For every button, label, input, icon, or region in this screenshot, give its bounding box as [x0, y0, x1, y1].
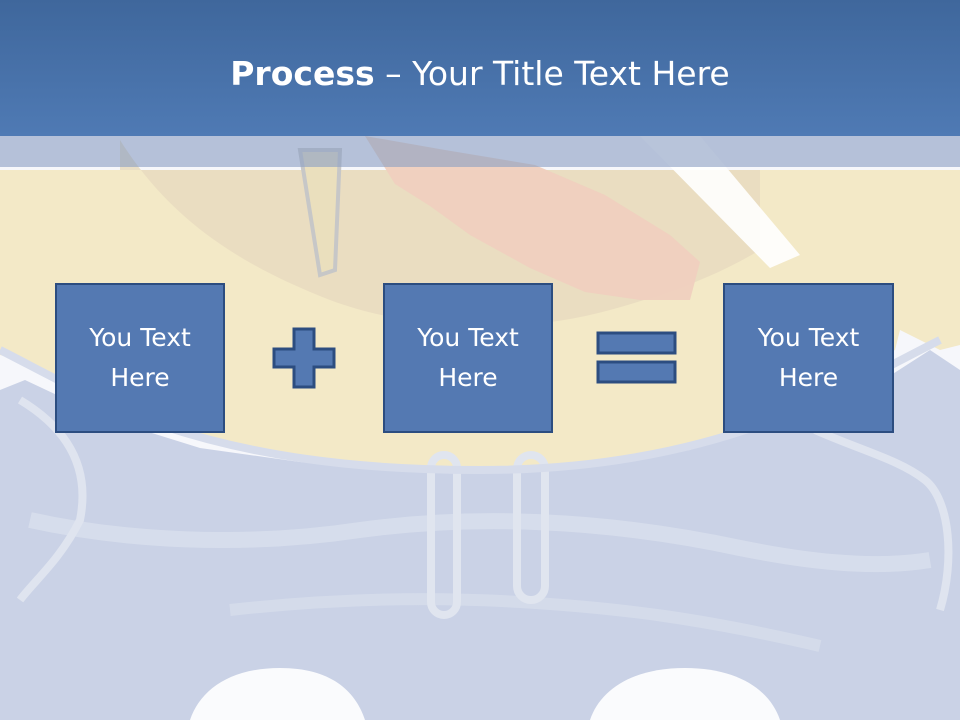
- process-box-1[interactable]: You Text Here: [55, 283, 225, 433]
- process-box-3-text: You Text Here: [757, 323, 860, 392]
- pants-loop-2: [513, 451, 549, 604]
- title-bar: [0, 0, 960, 136]
- equals-icon: [596, 331, 677, 384]
- pants-loop-1: [427, 451, 461, 619]
- pants-fold-2: [229, 593, 822, 652]
- belt-stripe: [640, 136, 800, 268]
- title-band: [0, 136, 960, 167]
- process-box-1-text: You Text Here: [89, 323, 191, 392]
- pocket-right: [813, 426, 953, 612]
- bottom-shoe-right: [590, 668, 780, 720]
- title-keyword: Process: [230, 54, 375, 93]
- process-box-2[interactable]: You Text Here: [383, 283, 553, 433]
- plus-icon: [272, 327, 336, 389]
- process-box-2-text: You Text Here: [417, 323, 519, 392]
- skin-shape: [365, 136, 700, 300]
- bottom-shoe-left: [190, 668, 365, 720]
- pants-fold-1: [28, 512, 932, 573]
- slide-title: Process – Your Title Text Here: [0, 52, 960, 96]
- title-text: – Your Title Text Here: [374, 54, 730, 93]
- process-box-3[interactable]: You Text Here: [723, 283, 894, 433]
